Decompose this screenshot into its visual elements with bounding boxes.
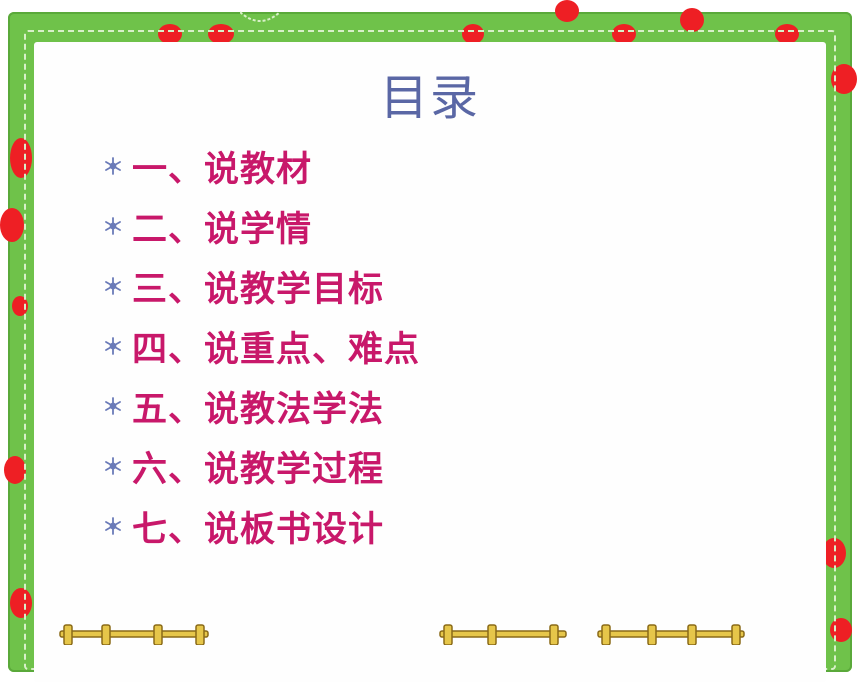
snowflake-icon	[105, 157, 121, 175]
snowflake-icon	[105, 217, 121, 235]
toc-item-label: 一、说教材	[132, 149, 313, 190]
red-dot	[680, 8, 704, 32]
bamboo-fence-right	[597, 624, 745, 645]
snowflake-icon	[105, 517, 121, 535]
toc-item-5[interactable]: 五、说教法学法	[102, 376, 420, 436]
toc-item-6[interactable]: 六、说教学过程	[102, 436, 420, 496]
red-dot	[775, 24, 799, 44]
snowflake-icon	[105, 457, 121, 475]
toc-item-3[interactable]: 三、说教学目标	[102, 256, 420, 316]
red-dot	[208, 24, 234, 44]
toc-item-7[interactable]: 七、说板书设计	[102, 496, 420, 556]
snowflake-icon	[105, 337, 121, 355]
page-title: 目录	[379, 70, 480, 126]
toc-item-4[interactable]: 四、说重点、难点	[102, 316, 420, 376]
toc-item-label: 三、说教学目标	[132, 269, 385, 310]
toc-item-1[interactable]: 一、说教材	[102, 136, 420, 196]
red-dot	[158, 24, 182, 44]
table-of-contents: 一、说教材 二、说学情 三、说教学目标 四、说重点、难点 五、说教法学法 六、说…	[102, 136, 420, 556]
toc-item-label: 七、说板书设计	[132, 509, 385, 550]
red-dot	[555, 0, 579, 22]
toc-item-label: 二、说学情	[132, 209, 313, 250]
red-dot	[612, 24, 636, 44]
toc-item-2[interactable]: 二、说学情	[102, 196, 420, 256]
bamboo-fence-middle	[439, 624, 567, 645]
snowflake-icon	[105, 397, 121, 415]
toc-item-label: 六、说教学过程	[132, 449, 385, 490]
bamboo-fence-left	[59, 624, 209, 645]
red-dot	[462, 24, 484, 44]
frame-notch	[240, 11, 280, 22]
toc-item-label: 四、说重点、难点	[132, 329, 421, 370]
red-dot	[10, 138, 32, 178]
toc-item-label: 五、说教法学法	[132, 389, 385, 430]
snowflake-icon	[105, 277, 121, 295]
red-dot	[4, 456, 26, 484]
red-dot	[0, 208, 24, 242]
content-panel	[34, 42, 826, 682]
red-dot	[10, 588, 32, 618]
